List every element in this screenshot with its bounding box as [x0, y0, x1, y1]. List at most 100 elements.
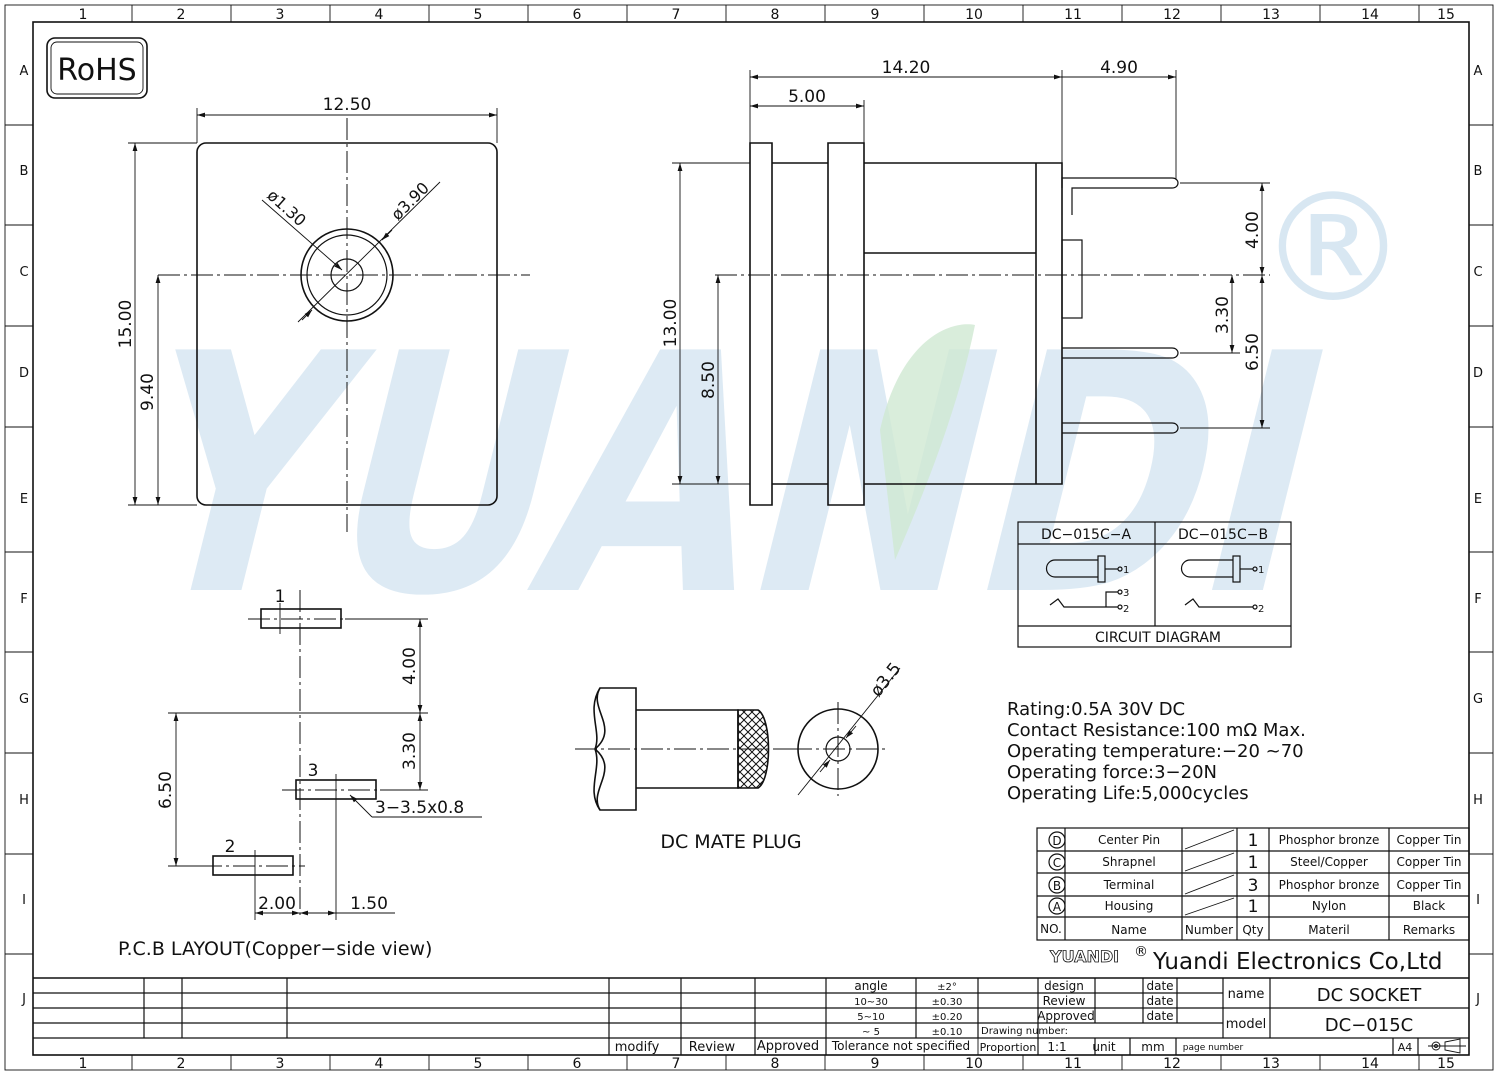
pcb-pad2-label: 2	[225, 837, 236, 857]
row-marker: D	[1473, 366, 1483, 381]
row-marker: H	[19, 793, 29, 808]
watermark-registered: ®	[1258, 162, 1408, 336]
row-marker: G	[19, 692, 29, 707]
part-name: Terminal	[1103, 878, 1155, 892]
circuit-b-pin2: 2	[1258, 604, 1264, 615]
parts-header-qty: Qty	[1242, 923, 1263, 937]
dim-height: 15.00	[116, 300, 136, 349]
circuit-b-pin1: 1	[1258, 565, 1264, 576]
pcb-dim-left: 2.00	[258, 894, 296, 914]
pcb-pad1-label: 1	[275, 587, 286, 607]
column-marker: 5	[474, 7, 483, 23]
side-view: 14.20 4.90 5.00 13.00 8.50 4.00 3.30 6.5…	[661, 58, 1270, 506]
tb-review: Review	[1043, 994, 1086, 1008]
tb-unit-value: mm	[1141, 1040, 1164, 1054]
company-name: Yuandi Electronics Co,Ltd	[1152, 949, 1443, 975]
column-marker: 9	[871, 7, 880, 23]
row-marker: B	[1474, 164, 1483, 179]
tb-design: design	[1044, 979, 1084, 993]
column-marker: 10	[965, 7, 983, 23]
pcb-caption: P.C.B LAYOUT(Copper−side view)	[118, 938, 432, 960]
row-marker: G	[1473, 692, 1483, 707]
row-marker: A	[20, 64, 29, 79]
tb-approved: Approved	[1037, 1009, 1095, 1023]
column-marker: 15	[1437, 1056, 1455, 1072]
column-marker: 10	[965, 1056, 983, 1072]
tb-scale: 1:1	[1047, 1040, 1066, 1054]
column-marker: 14	[1361, 7, 1379, 23]
part-qty: 1	[1248, 897, 1259, 917]
tb-name-value: DC SOCKET	[1317, 985, 1422, 1006]
column-marker: 3	[276, 1056, 285, 1072]
dim-width: 12.50	[323, 95, 372, 115]
circuit-variant-a: DC−015C−A	[1041, 527, 1132, 543]
pcb-dim-right: 1.50	[350, 894, 388, 914]
specifications: Rating:0.5A 30V DC Contact Resistance:10…	[1007, 699, 1306, 804]
part-remark: Copper Tin	[1397, 855, 1462, 869]
watermark-text: YUANDI	[94, 285, 1364, 669]
parts-header-remarks: Remarks	[1403, 923, 1455, 937]
parts-list	[1036, 827, 1470, 941]
tolerance-value: ±0.30	[932, 997, 963, 1008]
front-housing	[196, 142, 498, 506]
parts-header: NO. Name Number Qty Materil Remarks	[1040, 922, 1455, 937]
bore-outer	[300, 228, 394, 322]
row-marker: H	[1473, 793, 1483, 808]
tb-date-3: date	[1146, 1009, 1173, 1023]
tolerance-range: 5~10	[857, 1012, 884, 1023]
part-id-badge	[1048, 876, 1066, 894]
pcb-dim-mid: 3.30	[400, 732, 420, 770]
tb-model-value: DC−015C	[1325, 1015, 1413, 1036]
rev-review: Review	[689, 1040, 736, 1055]
part-id: B	[1053, 879, 1061, 893]
circuit-a-pin1: 1	[1123, 565, 1129, 576]
column-marker: 14	[1361, 1056, 1379, 1072]
company-logo-mark: ®	[1134, 944, 1148, 960]
spec-contact-resistance: Contact Resistance:100 mΩ Max.	[1007, 720, 1306, 741]
rev-approved: Approved	[757, 1039, 819, 1054]
rohs-badge: RoHS	[46, 37, 148, 99]
row-marker: A	[1474, 64, 1483, 79]
revision-labels: modify Review Approved	[615, 1039, 819, 1055]
tb-name-label: name	[1228, 987, 1265, 1002]
dim-side-center-height: 8.50	[699, 361, 719, 399]
part-remark: Black	[1413, 899, 1446, 913]
column-marker: 8	[771, 1056, 780, 1072]
row-marker: C	[1473, 265, 1482, 280]
dim-center-height: 9.40	[138, 373, 158, 411]
column-marker: 4	[375, 7, 384, 23]
tb-paper-size: A4	[1398, 1041, 1413, 1054]
part-remark: Copper Tin	[1397, 833, 1462, 847]
tb-date-2: date	[1146, 994, 1173, 1008]
part-id-badge	[1048, 831, 1066, 849]
parts-header-no: NO.	[1040, 922, 1062, 936]
rev-modify: modify	[615, 1040, 660, 1055]
dim-side-height: 13.00	[661, 299, 681, 348]
column-marker: 1	[79, 7, 88, 23]
dim-flange: 5.00	[788, 87, 826, 107]
dim-pin-gap-top: 4.00	[1243, 211, 1263, 249]
column-marker: 2	[177, 1056, 186, 1072]
tolerance-caption: Tolerance not specified	[831, 1039, 970, 1053]
column-marker: 13	[1262, 1056, 1280, 1072]
column-marker: 8	[771, 7, 780, 23]
spec-rating: Rating:0.5A 30V DC	[1007, 699, 1185, 720]
company-logo: YUANDI	[1049, 947, 1119, 966]
part-id-badge	[1048, 897, 1066, 915]
tolerance-value: ±0.20	[932, 1012, 963, 1023]
column-marker: 9	[871, 1056, 880, 1072]
part-material: Nylon	[1312, 899, 1346, 913]
column-marker: 12	[1163, 1056, 1181, 1072]
part-id: C	[1053, 856, 1061, 870]
column-marker: 13	[1262, 7, 1280, 23]
column-marker: 7	[672, 1056, 681, 1072]
tb-date-1: date	[1146, 979, 1173, 993]
